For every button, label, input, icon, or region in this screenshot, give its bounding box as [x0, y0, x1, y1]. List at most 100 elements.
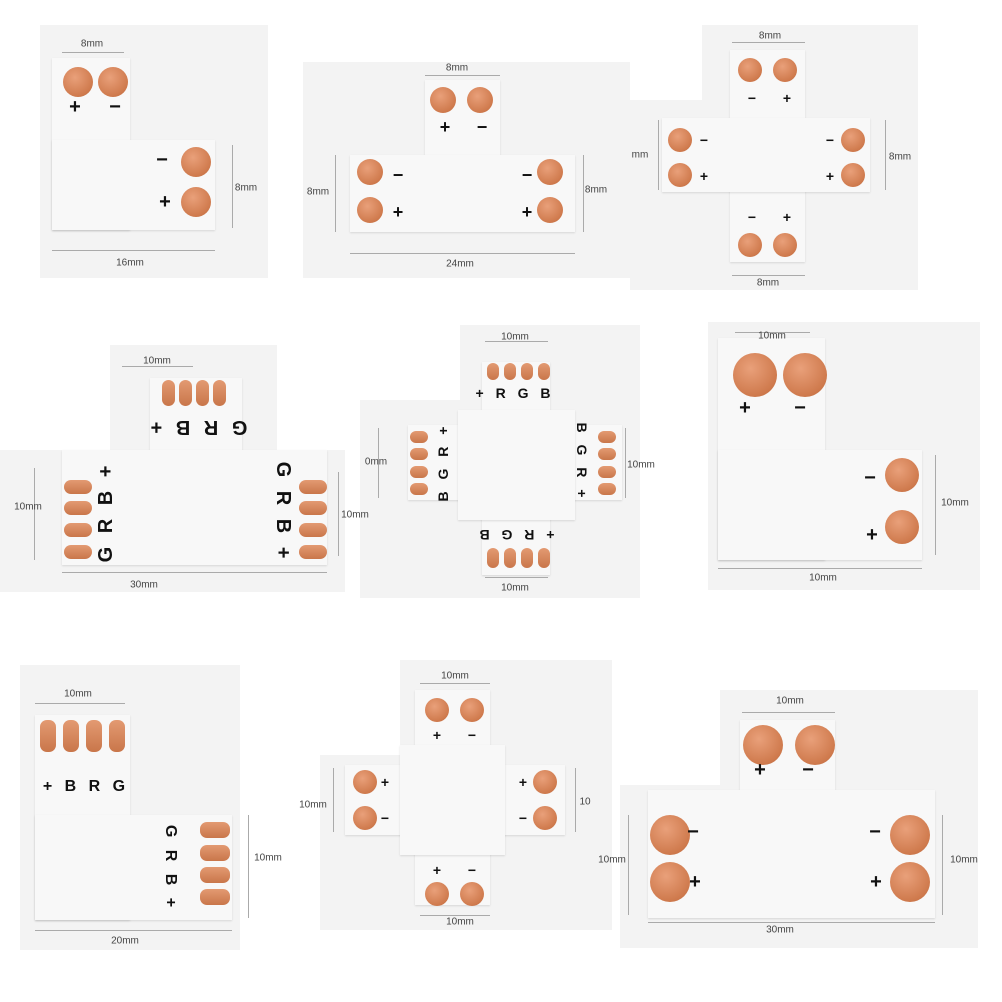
dimension-line [52, 250, 215, 251]
pcb-board [35, 815, 232, 920]
dimension-label: 10mm [143, 355, 171, 367]
dimension-label: 10mm [598, 854, 626, 866]
copper-pad [738, 58, 762, 82]
copper-pad [890, 815, 930, 855]
copper-pad [410, 431, 428, 443]
copper-pad [885, 458, 919, 492]
copper-pad [179, 380, 192, 406]
copper-pad [773, 233, 797, 257]
dimension-line [718, 568, 922, 569]
polarity-label: − [467, 862, 477, 878]
dimension-label: 10mm [341, 509, 369, 521]
dimension-line [248, 815, 249, 918]
polarity-label: − [802, 759, 814, 781]
copper-pad [650, 815, 690, 855]
pcb-board [662, 118, 870, 192]
polarity-label: + [754, 759, 766, 781]
copper-pad [460, 698, 484, 722]
copper-pad [63, 67, 93, 97]
copper-pad [733, 353, 777, 397]
polarity-label: + [699, 168, 709, 184]
copper-pad [353, 770, 377, 794]
dimension-label: 10mm [501, 331, 529, 343]
dimension-line [338, 472, 339, 556]
polarity-label: − [825, 132, 835, 148]
copper-pad [738, 233, 762, 257]
polarity-label: + [432, 727, 442, 743]
copper-pad [487, 363, 499, 380]
pcb-board [648, 790, 935, 918]
copper-pad [841, 128, 865, 152]
copper-pad [64, 480, 92, 494]
copper-pad [64, 545, 92, 559]
dimension-label: 10mm [441, 670, 469, 682]
dimension-line [732, 275, 805, 276]
dimension-line [625, 428, 626, 498]
dimension-line [350, 253, 575, 254]
dimension-line [333, 768, 334, 832]
copper-pad [668, 163, 692, 187]
copper-pad [773, 58, 797, 82]
dimension-line [35, 930, 232, 931]
dimension-line [62, 572, 327, 573]
polarity-label: + [689, 871, 701, 893]
polarity-label: + [782, 90, 792, 106]
dimension-label: 8mm [584, 184, 608, 196]
copper-pad [533, 770, 557, 794]
copper-pad [299, 523, 327, 537]
dimension-label: 30mm [130, 579, 158, 591]
copper-pad [410, 483, 428, 495]
dimension-label: 10 [579, 796, 591, 808]
copper-pad [200, 845, 230, 861]
pin-label: + R G B [475, 527, 555, 543]
dimension-label: 8mm [758, 30, 782, 42]
polarity-label: − [864, 467, 876, 489]
polarity-label: + [159, 191, 171, 213]
dimension-label: 10mm [501, 582, 529, 594]
pcb-board [458, 410, 575, 520]
copper-pad [668, 128, 692, 152]
polarity-label: − [392, 165, 404, 185]
copper-pad [783, 353, 827, 397]
copper-pad [64, 501, 92, 515]
copper-pad [357, 159, 383, 185]
copper-pad [162, 380, 175, 406]
dimension-line [935, 455, 936, 555]
dimension-line [35, 703, 125, 704]
copper-pad [795, 725, 835, 765]
copper-pad [504, 363, 516, 380]
copper-pad [213, 380, 226, 406]
dimension-label: 10mm [14, 501, 42, 513]
dimension-label: 10mm [446, 916, 474, 928]
copper-pad [650, 862, 690, 902]
copper-pad [538, 363, 550, 380]
dimension-label: 10mm [776, 695, 804, 707]
dimension-label: 16mm [116, 257, 144, 269]
dimension-label: 10mm [64, 688, 92, 700]
pin-label: B G R + [574, 422, 590, 502]
dimension-label: 8mm [756, 277, 780, 289]
copper-pad [467, 87, 493, 113]
polarity-label: + [439, 117, 451, 137]
copper-pad [504, 548, 516, 568]
polarity-label: + [782, 209, 792, 225]
dimension-line [425, 75, 500, 76]
polarity-label: + [69, 96, 81, 118]
copper-pad [86, 720, 102, 752]
dimension-line [732, 42, 805, 43]
polarity-label: − [109, 96, 121, 118]
copper-pad [885, 510, 919, 544]
copper-pad [299, 480, 327, 494]
polarity-label: − [747, 90, 757, 106]
copper-pad [357, 197, 383, 223]
dimension-line [658, 120, 659, 190]
polarity-label: − [521, 165, 533, 185]
copper-pad [598, 466, 616, 478]
copper-pad [538, 548, 550, 568]
dimension-line [420, 683, 490, 684]
copper-pad [537, 197, 563, 223]
dimension-line [885, 120, 886, 190]
copper-pad [521, 548, 533, 568]
polarity-label: − [869, 821, 881, 843]
copper-pad [200, 889, 230, 905]
